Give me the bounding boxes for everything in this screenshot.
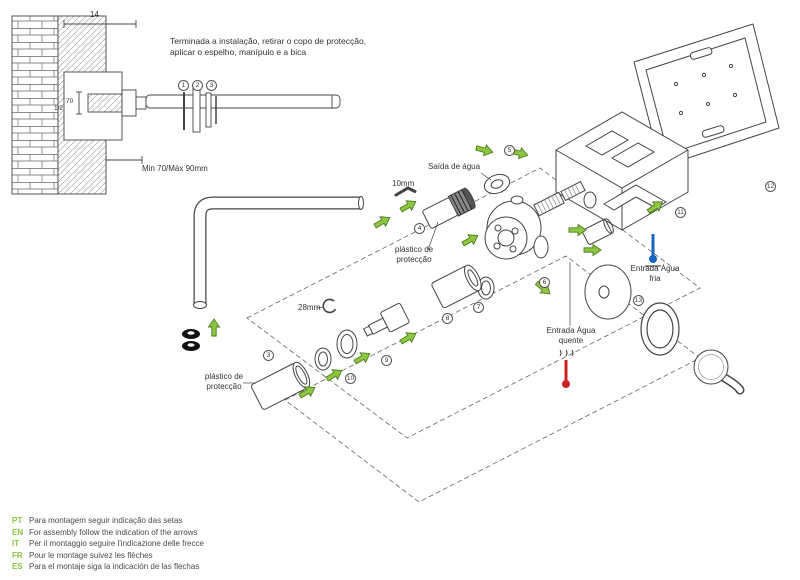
legend-row-fr: FR Pour le montage suivez les flèches — [12, 550, 204, 562]
legend-lang-fr: FR — [12, 550, 23, 560]
leader-lines — [243, 172, 492, 384]
spout — [193, 196, 364, 309]
dimension-half-inch: 1/2 — [54, 105, 64, 112]
callout-badge: 8 — [442, 313, 453, 324]
legend-row-es: ES Para el montaje siga la indicación de … — [12, 561, 204, 573]
legend-lang-pt: PT — [12, 516, 23, 525]
hot-inlet-label: Entrada Água quente — [546, 326, 596, 345]
retaining-rings — [314, 276, 495, 371]
callout-badge: 4 — [414, 223, 425, 234]
back-plate — [633, 23, 780, 168]
legend-text-pt: Para montagem seguir indicação das setas — [29, 516, 183, 525]
legend-text-en: For assembly follow the indication of th… — [29, 527, 198, 537]
protection-box — [555, 111, 689, 231]
legend-row-pt: PT Para montagem seguir indicação das set… — [12, 515, 204, 527]
c-clip — [322, 298, 337, 314]
allen-key-icon — [394, 186, 417, 197]
cold-water-icon — [645, 234, 661, 267]
legend-text-es: Para el montaje siga la indicación de la… — [29, 562, 200, 572]
callout-badge: 6 — [539, 277, 550, 288]
callout-badge: 10 — [345, 373, 356, 384]
finish-instruction-text: Terminada a instalação, retirar o copo d… — [170, 36, 367, 57]
valve-body — [484, 195, 549, 260]
hot-water-icon — [559, 349, 574, 388]
callout-badge: 3 — [263, 350, 274, 361]
callout-badge: 11 — [675, 207, 686, 218]
legend-lang-it: IT — [12, 539, 20, 549]
gasket-rings — [182, 329, 200, 351]
legend-text-fr: Pour le montage suivez les flèches — [29, 550, 153, 560]
legend: PT Para montagem seguir indicação das set… — [12, 515, 204, 573]
legend-text-it: Per il montaggio seguire l'indicazione d… — [29, 539, 204, 549]
threaded-nipple-small — [560, 180, 586, 202]
wall-section-drawing — [11, 15, 341, 195]
cartridge — [362, 302, 410, 337]
protective-plastic-bottom-label: plástico de protecção — [204, 372, 244, 391]
sleeve-cylinder — [431, 264, 482, 309]
callout-badge: 5 — [504, 145, 515, 156]
protective-plastic-sleeve-bottom — [251, 361, 311, 410]
callout-badge: 7 — [473, 302, 484, 313]
legend-row-en: EN For assembly follow the indication of … — [12, 527, 204, 539]
water-outlet-ring — [483, 173, 511, 195]
callout-badge: 1 — [178, 80, 189, 91]
protective-plastic-top-label: plástico de protecção — [394, 245, 434, 264]
legend-row-it: IT Per il montaggio seguire l'indicazione… — [12, 538, 204, 550]
cartridge-size-label: 28mm — [298, 303, 321, 312]
hex-key-size-label: 10mm — [392, 179, 415, 188]
callout-badge: 12 — [765, 181, 776, 192]
trim-ring — [640, 302, 680, 356]
connector-cylinder — [581, 218, 614, 245]
dimension-range: Min 70/Máx 90mm — [142, 164, 208, 173]
legend-lang-en: EN — [12, 527, 24, 537]
callout-badge: 9 — [381, 355, 392, 366]
threaded-nipple-large — [533, 191, 565, 217]
callout-badge: 13 — [633, 295, 644, 306]
water-outlet-label: Saída de água — [428, 162, 481, 171]
cold-inlet-label: Entrada Água fria — [630, 264, 680, 283]
dimension-70: 70 — [66, 98, 74, 105]
callout-badge: 2 — [192, 80, 203, 91]
protective-plastic-cap-top — [422, 187, 476, 229]
dimension-14: 14 — [90, 10, 99, 19]
escutcheon-plate — [584, 264, 632, 320]
handle-knob — [693, 349, 745, 395]
callout-badge: 3 — [206, 80, 217, 91]
legend-lang-es: ES — [12, 562, 23, 572]
